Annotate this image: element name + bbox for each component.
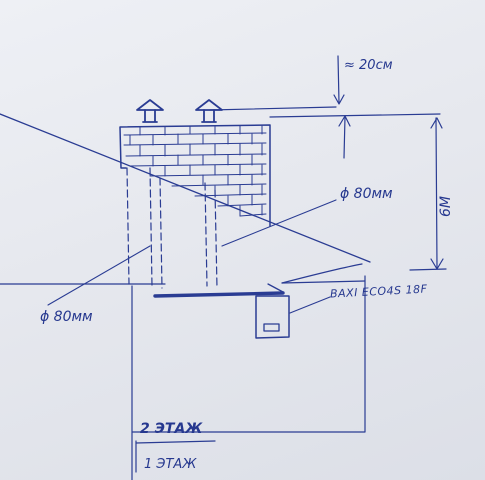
floor-line xyxy=(0,280,366,285)
roof-edge-line xyxy=(281,263,363,284)
floor-markers xyxy=(135,440,216,473)
chimney xyxy=(119,124,271,227)
gap-dimension xyxy=(209,55,351,159)
flue-pipes xyxy=(126,167,218,289)
leader-lines xyxy=(47,199,337,314)
floor2-label: 2 ЭТАЖ xyxy=(140,421,203,437)
room-walls xyxy=(131,275,366,480)
horizontal-flue xyxy=(153,291,285,298)
boiler-icon xyxy=(255,295,290,339)
pipe-upper-label: ϕ 80мм xyxy=(340,186,393,202)
floor1-label: 1 ЭТАЖ xyxy=(144,457,197,472)
height-label: 6М xyxy=(438,196,454,217)
pipe-left-label: ϕ 80мм xyxy=(40,309,93,325)
gap-label: ≈ 20см xyxy=(344,58,393,73)
height-dimension xyxy=(269,113,447,271)
roof-slope-line xyxy=(0,113,371,263)
chimney-caps xyxy=(136,99,223,123)
